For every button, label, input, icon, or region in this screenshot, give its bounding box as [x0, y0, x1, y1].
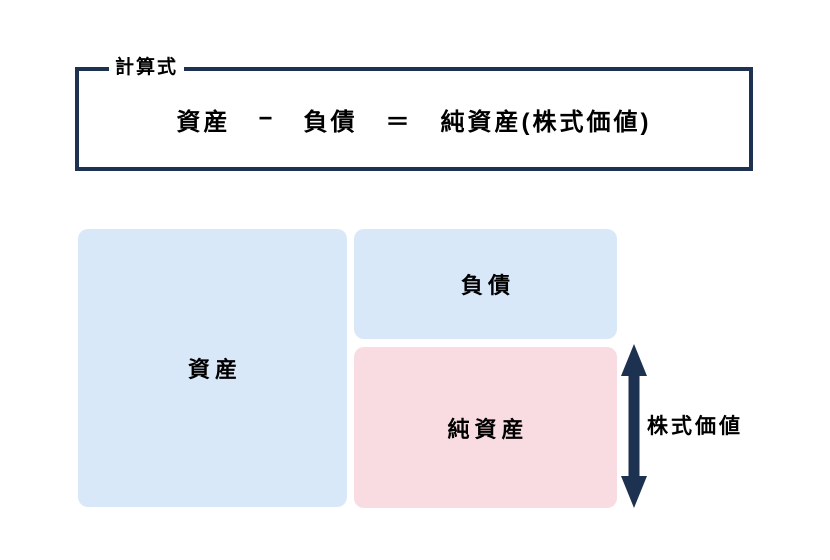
formula-term-assets: 資産 [176, 108, 231, 136]
assets-box: 資産 [78, 229, 347, 507]
stock-value-label: 株式価値 [647, 415, 743, 438]
minus-sign: − [258, 105, 276, 132]
formula-box: 計算式 資産 − 負債 ＝ 純資産(株式価値) [75, 55, 753, 171]
formula-box-legend: 計算式 [109, 55, 185, 80]
net-assets-box: 純資産 [354, 347, 617, 508]
formula: 資産 − 負債 ＝ 純資産(株式価値) [79, 71, 749, 167]
liabilities-label: 負債 [460, 273, 515, 298]
liabilities-box: 負債 [354, 229, 617, 339]
assets-label: 資産 [187, 357, 242, 382]
double-arrow-icon [621, 344, 647, 508]
net-assets-label: 純資産 [447, 416, 529, 442]
formula-term-liabilities: 負債 [303, 108, 358, 136]
equals-sign: ＝ [385, 108, 413, 136]
formula-term-net-assets: 純資産(株式価値) [440, 108, 652, 136]
